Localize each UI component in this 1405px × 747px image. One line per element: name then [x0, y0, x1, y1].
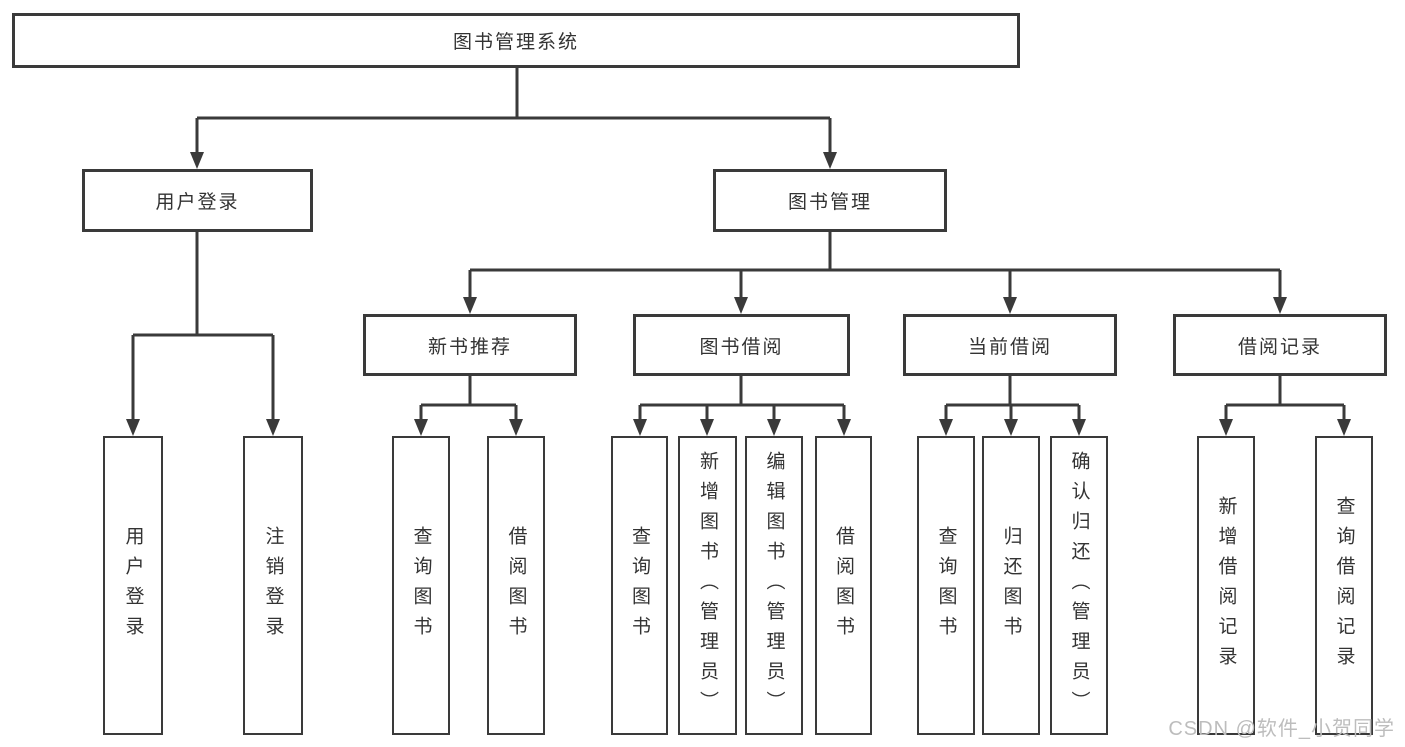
- leaf-add-book-admin: 新增图书（管理员）: [678, 436, 737, 735]
- node-borrow-record-label: 借阅记录: [1237, 336, 1322, 358]
- leaf-query-books-1: 查询图书: [392, 436, 450, 735]
- leaf-confirm-return-admin-label: 确认归还（管理员）: [1068, 450, 1090, 721]
- leaf-confirm-return-admin: 确认归还（管理员）: [1050, 436, 1108, 735]
- leaf-return-book-label: 归还图书: [1000, 525, 1022, 646]
- csdn-watermark: CSDN @软件_小贺同学: [1168, 718, 1395, 740]
- leaf-query-borrow-record: 查询借阅记录: [1315, 436, 1373, 735]
- node-borrow-record: 借阅记录: [1173, 314, 1387, 376]
- node-book-management-label: 图书管理: [787, 192, 872, 213]
- leaf-borrow-books-2: 借阅图书: [815, 436, 872, 735]
- node-user-login: 用户登录: [82, 169, 313, 232]
- leaf-borrow-books-1-label: 借阅图书: [505, 525, 527, 646]
- leaf-edit-book-admin-label: 编辑图书（管理员）: [763, 450, 785, 721]
- leaf-add-book-admin-label: 新增图书（管理员）: [697, 450, 718, 721]
- leaf-query-borrow-record-label: 查询借阅记录: [1333, 495, 1355, 676]
- leaf-query-books-2: 查询图书: [611, 436, 668, 735]
- leaf-return-book: 归还图书: [982, 436, 1040, 735]
- node-new-book-recommend-label: 新书推荐: [427, 336, 512, 358]
- node-book-borrow-label: 图书借阅: [699, 336, 784, 358]
- node-root-label: 图书管理系统: [452, 32, 579, 53]
- leaf-logout-label: 注销登录: [262, 525, 284, 646]
- node-user-login-label: 用户登录: [155, 192, 240, 213]
- leaf-user-login: 用户登录: [103, 436, 163, 735]
- node-new-book-recommend: 新书推荐: [363, 314, 577, 376]
- leaf-query-books-3-label: 查询图书: [935, 525, 957, 646]
- node-root: 图书管理系统: [12, 13, 1020, 68]
- leaf-query-books-2-label: 查询图书: [629, 525, 650, 646]
- node-book-management: 图书管理: [713, 169, 947, 232]
- leaf-edit-book-admin: 编辑图书（管理员）: [745, 436, 803, 735]
- node-book-borrow: 图书借阅: [633, 314, 850, 376]
- leaf-logout: 注销登录: [243, 436, 303, 735]
- leaf-query-books-1-label: 查询图书: [410, 525, 432, 646]
- leaf-add-borrow-record: 新增借阅记录: [1197, 436, 1255, 735]
- arrowhead-icons: [126, 152, 1351, 436]
- leaf-query-books-3: 查询图书: [917, 436, 975, 735]
- leaf-borrow-books-2-label: 借阅图书: [833, 525, 854, 646]
- node-current-borrow-label: 当前借阅: [967, 336, 1052, 358]
- leaf-user-login-label: 用户登录: [122, 525, 144, 646]
- node-current-borrow: 当前借阅: [903, 314, 1117, 376]
- leaf-add-borrow-record-label: 新增借阅记录: [1215, 495, 1237, 676]
- leaf-borrow-books-1: 借阅图书: [487, 436, 545, 735]
